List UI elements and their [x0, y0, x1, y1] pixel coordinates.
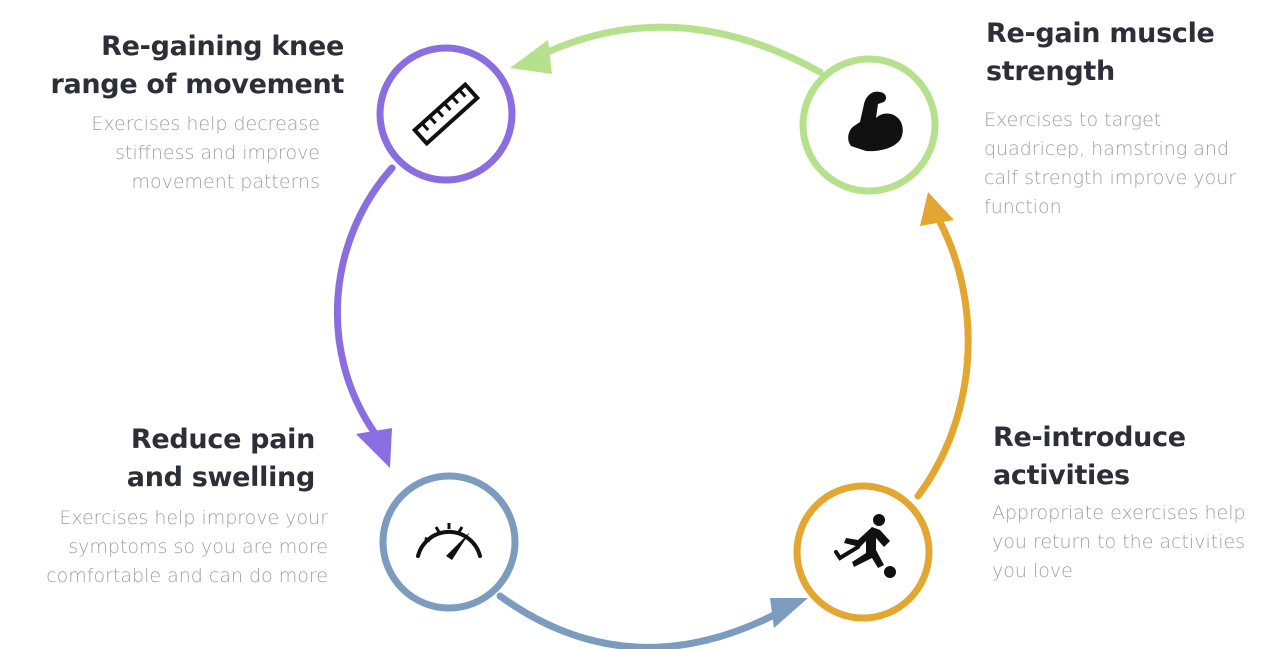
desc-line: Exercises help decrease — [91, 113, 320, 135]
football-player-icon — [834, 514, 896, 578]
desc-line: comfortable and can do more — [46, 565, 328, 587]
desc-line: calf strength improve your — [984, 167, 1237, 189]
desc-line: stiffness and improve — [115, 142, 320, 164]
title-line: range of movement — [50, 69, 344, 100]
node-activities — [793, 482, 933, 622]
desc-line: you return to the activities — [992, 531, 1246, 553]
arrow-activities-to-strength — [914, 218, 972, 500]
flexed-bicep-icon — [848, 91, 903, 152]
desc-line: Exercises to target — [984, 109, 1162, 131]
step-desc-pain: Exercises help improve your symptoms so … — [4, 504, 328, 591]
desc-line: function — [984, 196, 1062, 218]
arrow-strength-to-range — [531, 23, 824, 76]
step-title-activities: Re-introduce activities — [993, 419, 1273, 495]
step-title-pain: Reduce pain and swelling — [20, 421, 316, 497]
title-line: Re-introduce — [993, 422, 1186, 453]
step-desc-activities: Appropriate exercises help you return to… — [992, 499, 1284, 586]
node-pain — [379, 472, 519, 612]
desc-line: symptoms so you are more — [68, 536, 328, 558]
node-range — [376, 44, 516, 184]
step-title-range: Re-gaining knee range of movement — [20, 28, 344, 104]
arrowhead-range-to-pain — [356, 428, 392, 468]
arrowhead-activities-to-strength — [920, 192, 954, 226]
step-desc-range: Exercises help decrease stiffness and im… — [20, 110, 320, 197]
title-line: Re-gain muscle — [986, 18, 1215, 49]
title-line: Reduce pain — [130, 424, 315, 455]
desc-line: Appropriate exercises help — [992, 502, 1246, 524]
node-strength — [799, 55, 939, 195]
ruler-icon — [411, 81, 481, 147]
step-desc-strength: Exercises to target quadricep, hamstring… — [984, 106, 1280, 222]
desc-line: movement patterns — [131, 171, 320, 193]
title-line: and swelling — [126, 462, 316, 493]
arrow-pain-to-activities — [496, 592, 784, 649]
arrowhead-strength-to-range — [510, 40, 552, 74]
desc-line: quadricep, hamstring and — [984, 138, 1230, 160]
speedometer-icon — [416, 523, 482, 560]
title-line: activities — [993, 460, 1130, 491]
title-line: Re-gaining knee — [101, 31, 344, 62]
arrowhead-pain-to-activities — [770, 598, 808, 628]
step-title-strength: Re-gain muscle strength — [986, 15, 1276, 91]
desc-line: Exercises help improve your — [59, 507, 328, 529]
title-line: strength — [986, 56, 1115, 87]
arrow-range-to-pain — [333, 164, 396, 436]
desc-line: you love — [992, 560, 1073, 582]
